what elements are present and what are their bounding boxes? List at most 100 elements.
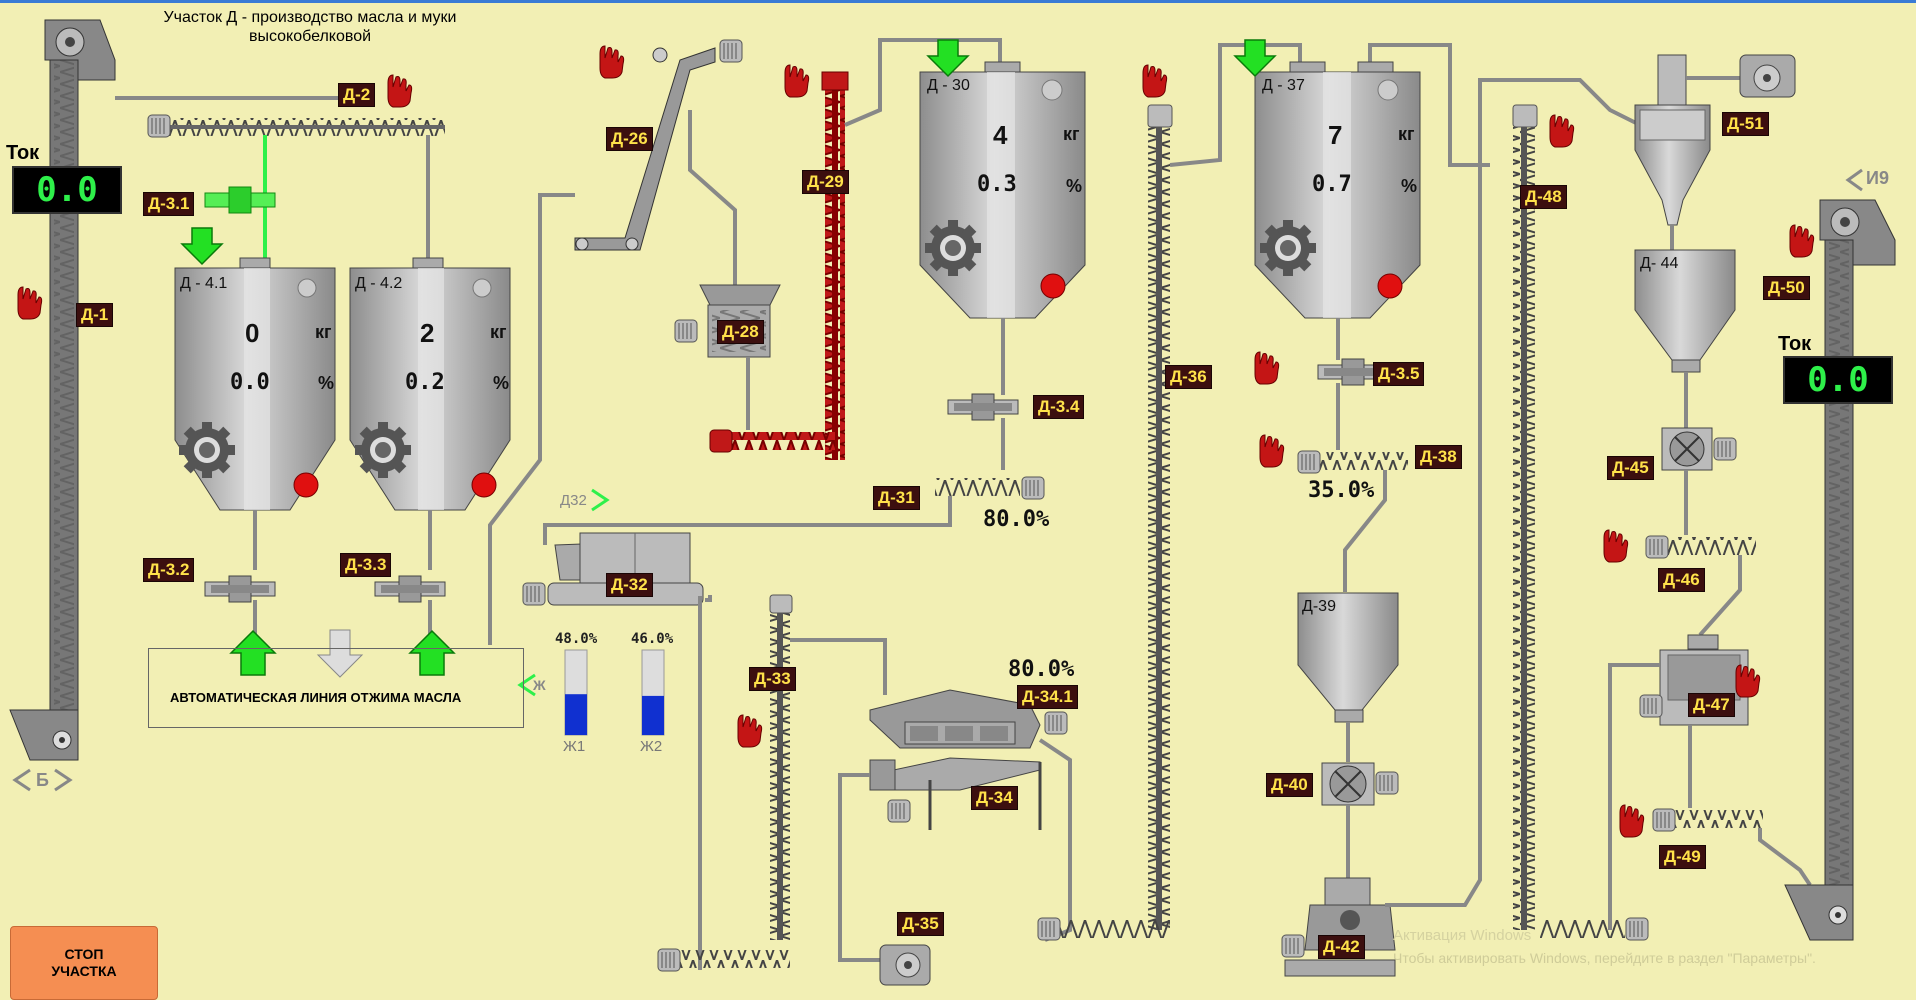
valve-d33[interactable] bbox=[374, 575, 446, 603]
manual-mode-icon-d48[interactable] bbox=[1549, 114, 1575, 148]
tag-d34[interactable]: Д-3.4 bbox=[1033, 395, 1085, 419]
tag-d50[interactable]: Д-50 bbox=[1763, 276, 1810, 300]
nav-i9-chevron-icon[interactable] bbox=[1845, 168, 1863, 192]
tank-d41-kg: 0 bbox=[245, 318, 260, 348]
nav-right-chevron-icon[interactable] bbox=[54, 768, 73, 792]
tank-d41[interactable] bbox=[174, 257, 336, 511]
manual-mode-icon-d49[interactable] bbox=[1619, 804, 1645, 838]
level-zh2-value: 46.0% bbox=[631, 631, 674, 647]
manual-mode-icon-d46[interactable] bbox=[1603, 529, 1629, 563]
page-title: Участок Д - производство масла и муки вы… bbox=[150, 8, 470, 46]
tag-d49[interactable]: Д-49 bbox=[1659, 845, 1706, 869]
valve-d34[interactable] bbox=[947, 393, 1019, 421]
tag-d48[interactable]: Д-48 bbox=[1520, 185, 1567, 209]
tag-d28[interactable]: Д-28 bbox=[717, 320, 764, 344]
tag-d33[interactable]: Д-3.3 bbox=[340, 553, 392, 577]
fan-d35[interactable] bbox=[879, 944, 931, 986]
nav-zh-chevron-icon[interactable] bbox=[517, 673, 536, 697]
tag-d40[interactable]: Д-40 bbox=[1266, 773, 1313, 797]
centrifuge-d34[interactable] bbox=[869, 757, 1042, 830]
manual-mode-icon-d50[interactable] bbox=[1789, 224, 1815, 258]
current-display-right: 0.0 bbox=[1783, 356, 1893, 404]
manual-mode-icon-d33[interactable] bbox=[737, 714, 763, 748]
windows-activation-hint: Чтобы активировать Windows, перейдите в … bbox=[1393, 950, 1816, 966]
percent-d38: 35.0% bbox=[1308, 478, 1375, 503]
screw-d46[interactable] bbox=[1645, 535, 1756, 559]
nav-i9-label[interactable]: И9 bbox=[1866, 168, 1889, 188]
mill-d42[interactable] bbox=[1281, 877, 1396, 977]
tag-d31b[interactable]: Д-31 bbox=[873, 486, 920, 510]
tag-d26[interactable]: Д-26 bbox=[606, 127, 653, 151]
current-label-left: Ток bbox=[6, 142, 40, 164]
nav-d32-label[interactable]: Д32 bbox=[560, 492, 587, 509]
manual-mode-icon-d47[interactable] bbox=[1735, 664, 1761, 698]
tag-d29[interactable]: Д-29 bbox=[802, 170, 849, 194]
nav-d32-chevron-icon[interactable] bbox=[591, 488, 610, 512]
stop-section-button[interactable]: СТОП УЧАСТКА bbox=[10, 926, 158, 1000]
tag-d33b[interactable]: Д-33 bbox=[749, 667, 796, 691]
screw-d31[interactable] bbox=[935, 476, 1045, 500]
tag-d34b[interactable]: Д-34 bbox=[971, 786, 1018, 810]
tag-d35b[interactable]: Д-35 bbox=[897, 912, 944, 936]
tag-d2[interactable]: Д-2 bbox=[338, 83, 376, 107]
red-screw-d29[interactable] bbox=[709, 71, 849, 460]
tag-d31[interactable]: Д-3.1 bbox=[143, 192, 195, 216]
windows-activation-watermark: Активация Windows bbox=[1393, 927, 1532, 944]
percent-d31: 80.0% bbox=[983, 507, 1050, 532]
tank-d30[interactable] bbox=[919, 61, 1086, 319]
page-title-line1: Участок Д - производство масла и муки bbox=[163, 9, 457, 26]
separator-d341[interactable] bbox=[869, 689, 1068, 749]
fan-d51[interactable] bbox=[1739, 54, 1796, 98]
valve-d32[interactable] bbox=[204, 575, 276, 603]
auto-oil-press-line-label: АВТОМАТИЧЕСКАЯ ЛИНИЯ ОТЖИМА МАСЛА bbox=[170, 690, 462, 705]
tag-d341[interactable]: Д-34.1 bbox=[1017, 685, 1078, 709]
tag-d47[interactable]: Д-47 bbox=[1688, 693, 1735, 717]
screw-d36[interactable] bbox=[1037, 104, 1173, 941]
tag-d51[interactable]: Д-51 bbox=[1722, 112, 1769, 136]
manual-mode-icon-d2[interactable] bbox=[387, 74, 413, 108]
cyclone[interactable] bbox=[1634, 54, 1711, 226]
tank-d42[interactable] bbox=[349, 257, 511, 511]
manual-mode-icon-d35[interactable] bbox=[1254, 351, 1280, 385]
tag-d35[interactable]: Д-3.5 bbox=[1373, 362, 1425, 386]
screw-conveyor-d2[interactable] bbox=[147, 114, 445, 138]
tag-d38[interactable]: Д-38 bbox=[1415, 445, 1462, 469]
tag-d1[interactable]: Д-1 bbox=[76, 303, 114, 327]
auto-oil-press-line[interactable] bbox=[148, 648, 524, 728]
tag-d42b[interactable]: Д-42 bbox=[1318, 935, 1365, 959]
manual-mode-icon-d1[interactable] bbox=[17, 286, 43, 320]
tag-d32[interactable]: Д-3.2 bbox=[143, 558, 195, 582]
nav-b-label[interactable]: Б bbox=[36, 770, 49, 790]
hopper-d44[interactable] bbox=[1634, 249, 1736, 373]
nav-zh-label[interactable]: Ж bbox=[533, 677, 546, 693]
tank-d41-kg-unit: кг bbox=[315, 322, 332, 342]
tank-d42-pct: 0.2 bbox=[405, 370, 445, 395]
tank-d37-pct: 0.7 bbox=[1312, 172, 1352, 197]
screw-d33[interactable] bbox=[657, 594, 793, 972]
rotary-valve-d45[interactable] bbox=[1661, 427, 1737, 471]
current-display-left: 0.0 bbox=[12, 166, 122, 214]
manual-mode-icon-d38[interactable] bbox=[1259, 434, 1285, 468]
screw-d38[interactable] bbox=[1297, 450, 1408, 474]
tank-d37-kg: 7 bbox=[1328, 120, 1343, 150]
bucket-conveyor-d26[interactable] bbox=[574, 39, 743, 251]
hopper-d39-name: Д-39 bbox=[1302, 598, 1336, 615]
rotary-valve-d40[interactable] bbox=[1321, 762, 1399, 806]
hopper-d39[interactable] bbox=[1297, 592, 1399, 723]
elevator-d50[interactable] bbox=[1784, 199, 1896, 941]
manual-mode-icon-d36[interactable] bbox=[1142, 64, 1168, 98]
tank-d42-kg: 2 bbox=[420, 318, 435, 348]
screw-d48[interactable] bbox=[1512, 104, 1649, 941]
screw-d49[interactable] bbox=[1652, 808, 1763, 832]
tank-d37-name: Д - 37 bbox=[1262, 77, 1305, 94]
tag-d36[interactable]: Д-36 bbox=[1165, 365, 1212, 389]
tag-d45[interactable]: Д-45 bbox=[1607, 456, 1654, 480]
elevator-d1[interactable] bbox=[9, 19, 116, 761]
manual-mode-icon-d26[interactable] bbox=[599, 45, 625, 79]
tag-d46[interactable]: Д-46 bbox=[1658, 568, 1705, 592]
tag-d32b[interactable]: Д-32 bbox=[606, 573, 653, 597]
tank-d30-pct: 0.3 bbox=[977, 172, 1017, 197]
manual-mode-icon-d29[interactable] bbox=[784, 64, 810, 98]
tank-d37[interactable] bbox=[1254, 61, 1421, 319]
nav-left-chevron-icon[interactable] bbox=[12, 768, 31, 792]
